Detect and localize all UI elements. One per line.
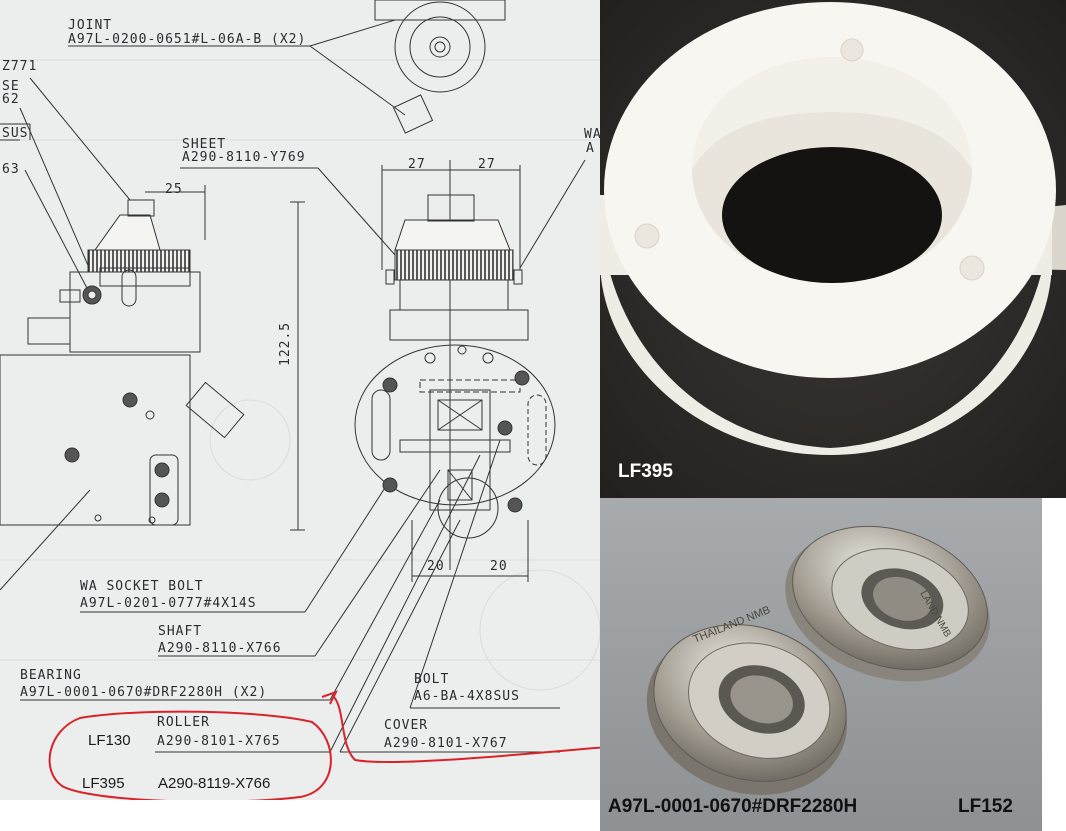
cover-label: COVER <box>384 718 429 733</box>
bearings-illustration: THAILAND NMB LAND NMB <box>600 498 1042 831</box>
edge-label-sus: SUS <box>2 126 29 141</box>
bolt-part-number: A6-BA-4X8SUS <box>414 689 520 704</box>
joint-label: JOINT <box>68 18 113 33</box>
edge-label-771: Z771 <box>2 59 38 74</box>
wa-socket-bolt-part-number: A97L-0201-0777#4X14S <box>80 596 257 611</box>
dimension-20-left: 20 <box>427 559 445 574</box>
drawing-linework <box>0 0 600 800</box>
shaft-label: SHAFT <box>158 624 203 639</box>
top-photo-label: LF395 <box>618 461 673 482</box>
bearing-part-number-caption: A97L-0001-0670#DRF2280H <box>608 796 858 817</box>
edge-label-62: 62 <box>2 92 20 107</box>
edge-label-a: A <box>586 141 595 156</box>
roller-part-number: A290-8101-X765 <box>157 734 281 749</box>
dimension-20-right: 20 <box>490 559 508 574</box>
lf130-annotation: LF130 <box>88 732 131 749</box>
lf395-annotation: LF395 <box>82 775 125 792</box>
dimension-25: 25 <box>165 182 183 197</box>
dimension-122-5: 122.5 <box>278 321 293 366</box>
sheet-part-number: A290-8110-Y769 <box>182 150 306 165</box>
bolt-label: BOLT <box>414 672 450 687</box>
bearing-part-number: A97L-0001-0670#DRF2280H (X2) <box>20 685 268 700</box>
bearing-code-caption: LF152 <box>958 796 1013 817</box>
bearings-photo: THAILAND NMB LAND NMB <box>600 498 1042 831</box>
dimension-27-left: 27 <box>408 157 426 172</box>
cover-part-number: A290-8101-X767 <box>384 736 508 751</box>
shaft-part-number: A290-8110-X766 <box>158 641 282 656</box>
technical-drawing: JOINT A97L-0200-0651#L-06A-B (X2) SHEET … <box>0 0 600 800</box>
edge-label-63: 63 <box>2 162 20 177</box>
white-ring-photo: LF395 <box>600 0 1066 498</box>
joint-part-number: A97L-0200-0651#L-06A-B (X2) <box>68 32 307 47</box>
edge-label-se: SE <box>2 79 20 94</box>
dimension-27-right: 27 <box>478 157 496 172</box>
roller-label: ROLLER <box>157 715 210 730</box>
white-ring-illustration <box>600 0 1066 498</box>
edge-label-wa: WA <box>584 127 600 142</box>
bearing-label: BEARING <box>20 668 82 683</box>
lf395-part-annotation: A290-8119-X766 <box>158 775 271 792</box>
wa-socket-bolt-label: WA SOCKET BOLT <box>80 579 204 594</box>
sheet-label: SHEET <box>182 137 227 152</box>
